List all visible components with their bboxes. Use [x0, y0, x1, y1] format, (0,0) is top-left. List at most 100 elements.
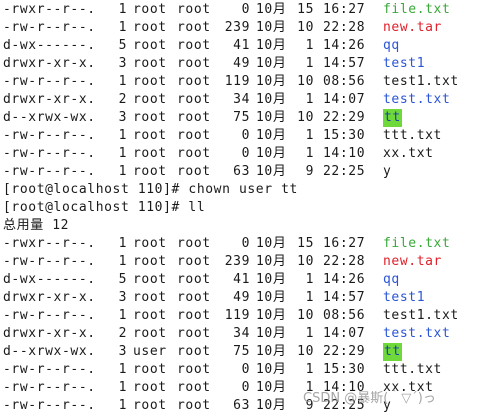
time: 16:27 [323, 2, 366, 17]
link-count: 5 [118, 272, 127, 287]
permissions: -rw-r--r--. [3, 308, 96, 323]
permissions: -rw-r--r--. [3, 20, 96, 35]
terminal-line: [root@localhost 110]# ll [0, 199, 494, 217]
permissions: drwxr-xr-x. [3, 290, 96, 305]
group: root [177, 380, 211, 395]
permissions: -rw-r--r--. [3, 398, 96, 413]
owner: root [133, 254, 167, 269]
file-name: xx.txt [383, 146, 434, 161]
owner: root [133, 56, 167, 71]
month: 10月 [256, 20, 287, 35]
time: 22:29 [323, 344, 366, 359]
group: root [177, 20, 211, 35]
terminal-text: [root@localhost 110]# ll [3, 200, 206, 215]
time: 14:10 [323, 146, 366, 161]
group: root [177, 254, 211, 269]
month: 10月 [256, 2, 287, 17]
day: 10 [297, 254, 314, 269]
owner: root [133, 362, 167, 377]
group: root [177, 2, 211, 17]
file-size: 63 [233, 164, 250, 179]
link-count: 1 [118, 254, 127, 269]
month: 10月 [256, 272, 287, 287]
day: 10 [297, 308, 314, 323]
permissions: drwxr-xr-x. [3, 326, 96, 341]
owner: root [133, 290, 167, 305]
group: root [177, 398, 211, 413]
file-size: 34 [233, 92, 250, 107]
permissions: drwxr-xr-x. [3, 92, 96, 107]
month: 10月 [256, 110, 287, 125]
day: 10 [297, 110, 314, 125]
month: 10月 [256, 236, 287, 251]
file-name: ttt.txt [383, 362, 442, 377]
owner: root [133, 92, 167, 107]
permissions: -rw-r--r--. [3, 128, 96, 143]
link-count: 2 [118, 326, 127, 341]
file-name: test.txt [383, 92, 451, 107]
permissions: -rw-r--r--. [3, 74, 96, 89]
file-name: file.txt [383, 236, 451, 251]
day: 1 [305, 128, 314, 143]
day: 1 [305, 38, 314, 53]
permissions: -rw-r--r--. [3, 146, 96, 161]
file-size: 41 [233, 272, 250, 287]
group: root [177, 74, 211, 89]
group: root [177, 92, 211, 107]
file-name: test1.txt [383, 74, 459, 89]
month: 10月 [256, 128, 287, 143]
link-count: 3 [118, 56, 127, 71]
day: 10 [297, 344, 314, 359]
time: 22:25 [323, 164, 366, 179]
owner: root [133, 20, 167, 35]
link-count: 1 [118, 146, 127, 161]
time: 15:30 [323, 128, 366, 143]
owner: root [133, 380, 167, 395]
month: 10月 [256, 344, 287, 359]
file-size: 0 [241, 2, 250, 17]
time: 14:07 [323, 326, 366, 341]
group: root [177, 362, 211, 377]
file-name: y [383, 164, 392, 179]
terminal-line: [root@localhost 110]# chown user tt [0, 181, 494, 199]
owner: root [133, 398, 167, 413]
link-count: 1 [118, 236, 127, 251]
owner: root [133, 110, 167, 125]
group: root [177, 290, 211, 305]
group: root [177, 38, 211, 53]
month: 10月 [256, 92, 287, 107]
time: 08:56 [323, 308, 366, 323]
permissions: -rw-r--r--. [3, 164, 96, 179]
time: 14:10 [323, 380, 366, 395]
month: 10月 [256, 38, 287, 53]
month: 10月 [256, 164, 287, 179]
link-count: 5 [118, 38, 127, 53]
file-size: 239 [224, 20, 250, 35]
permissions: drwxr-xr-x. [3, 56, 96, 71]
month: 10月 [256, 56, 287, 71]
month: 10月 [256, 380, 287, 395]
file-name: test1 [383, 56, 426, 71]
time: 15:30 [323, 362, 366, 377]
file-size: 119 [224, 308, 250, 323]
day: 9 [305, 164, 314, 179]
link-count: 3 [118, 110, 127, 125]
file-size: 49 [233, 290, 250, 305]
file-size: 0 [241, 146, 250, 161]
link-count: 1 [118, 2, 127, 17]
month: 10月 [256, 290, 287, 305]
owner: root [133, 326, 167, 341]
permissions: -rwxr--r--. [3, 236, 96, 251]
owner: root [133, 272, 167, 287]
group: root [177, 236, 211, 251]
group: root [177, 272, 211, 287]
